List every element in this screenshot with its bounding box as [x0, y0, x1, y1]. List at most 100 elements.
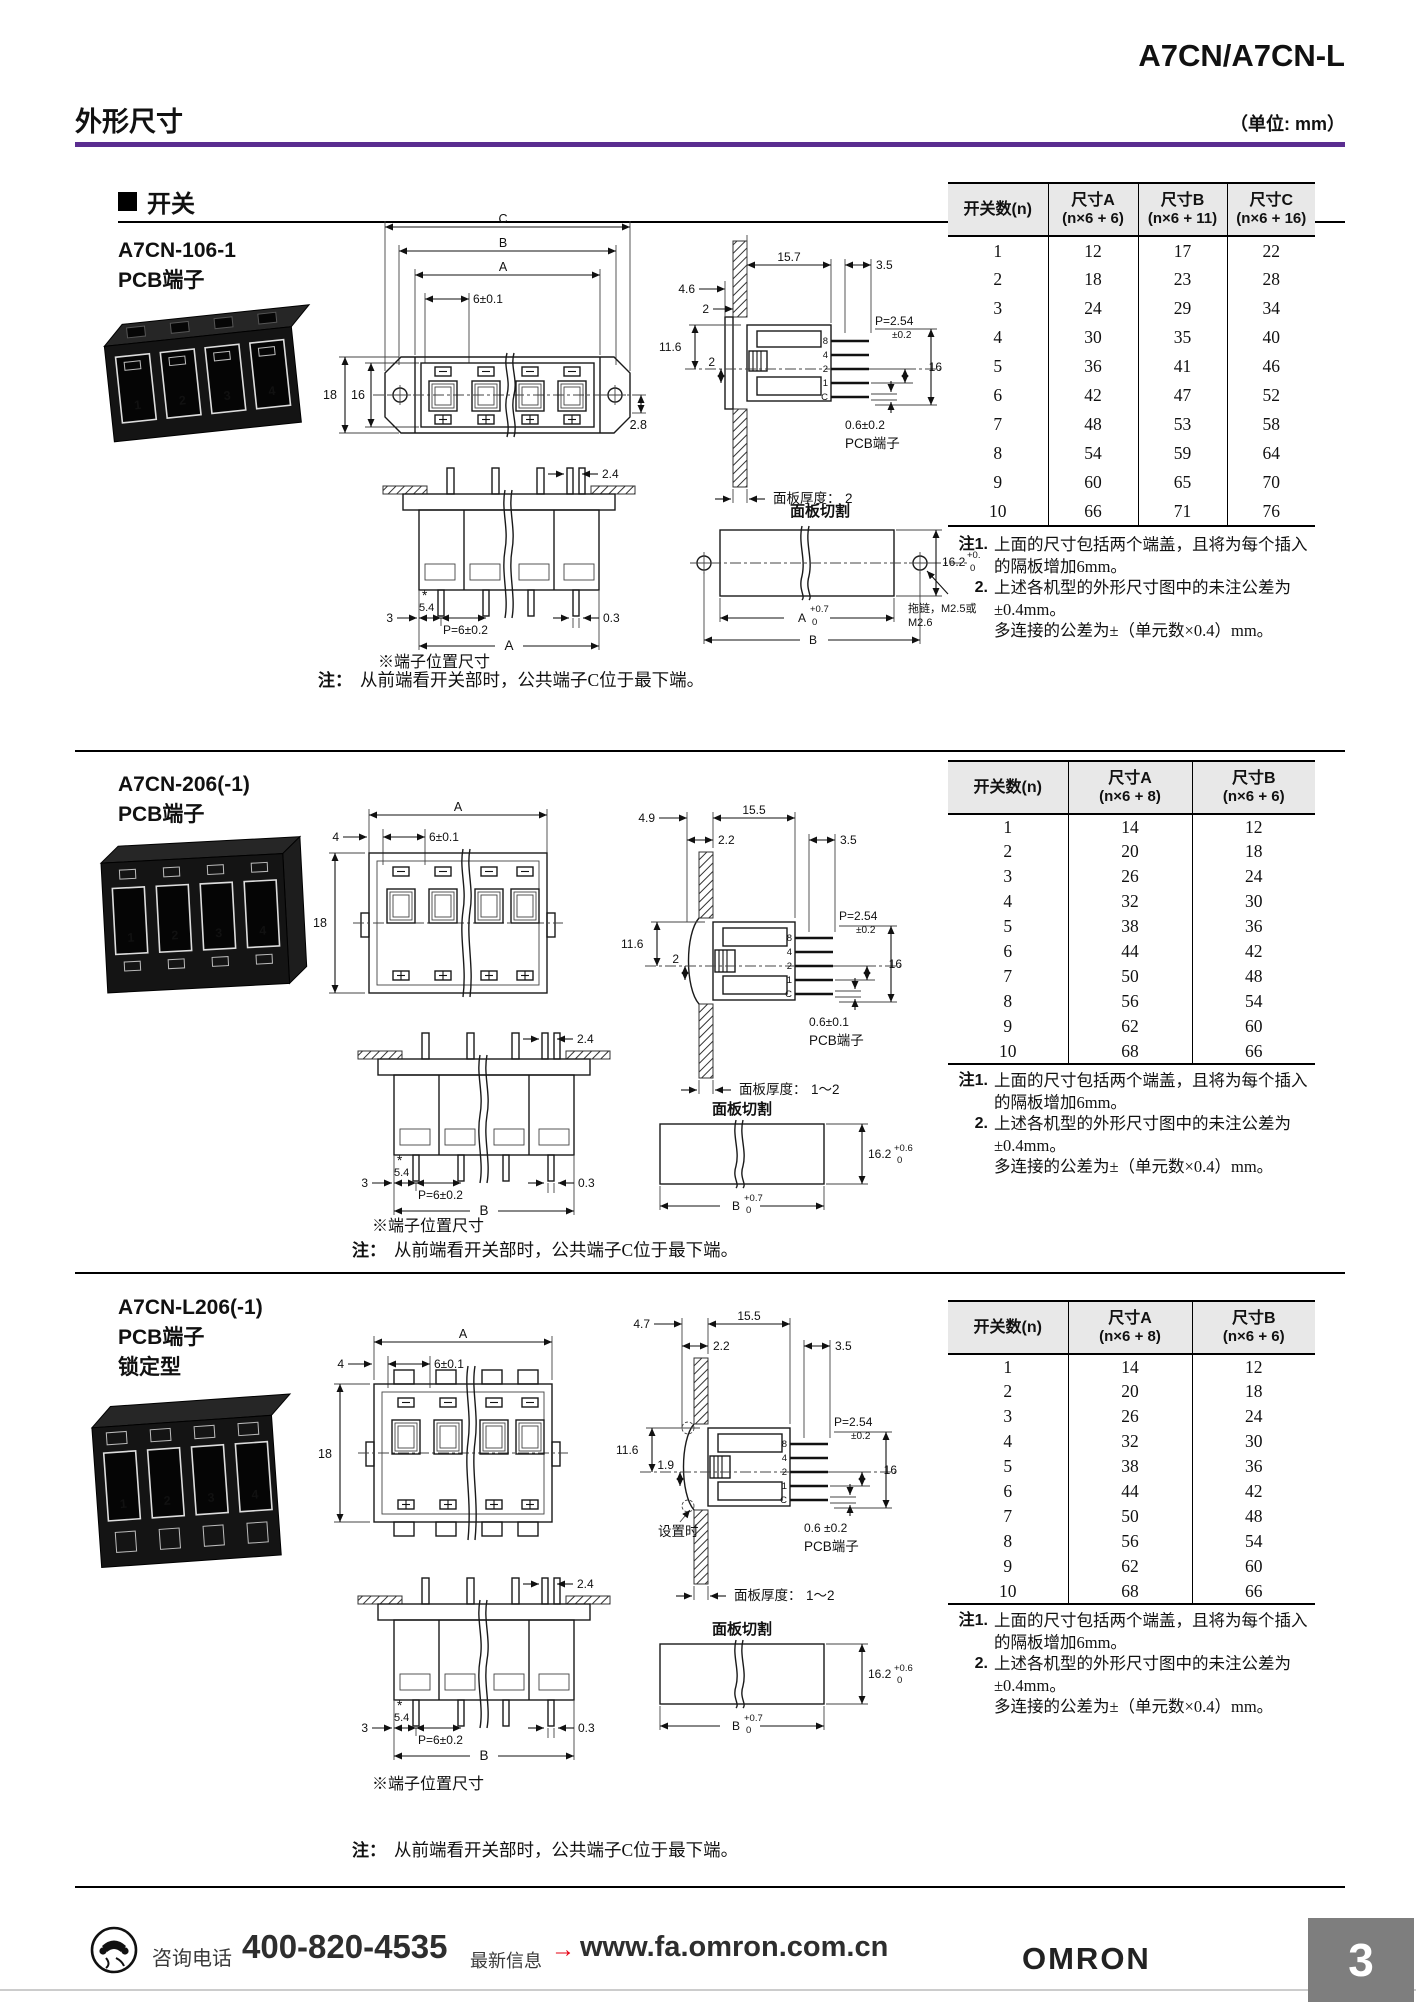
- switch-body-outline: [358, 1369, 568, 1537]
- break-line: [461, 848, 465, 998]
- switch-units: [428, 352, 587, 438]
- section-header: 开关: [118, 184, 195, 219]
- switch-units: [391, 1365, 545, 1541]
- photo-digit: 4: [268, 384, 276, 399]
- switch-photo-body: 1 2 3 4: [90, 1393, 292, 1569]
- table-cell: 47: [1137, 381, 1227, 410]
- dim-label-pitch: P=6±0.2: [443, 623, 488, 637]
- side-view-drawing-2: 8 4 2 1 C 4.9 15.5 2.2 3.5 11.6 2 P=2.54…: [621, 803, 902, 1097]
- switch-count-dimension-table-1: 开关数(n)尺寸A(n×6 + 6)尺寸B(n×6 + 11)尺寸C(n×6 +…: [948, 182, 1315, 527]
- table-cell: 42: [1047, 381, 1138, 410]
- dim-label-top: 15.5: [737, 1309, 761, 1323]
- dim-label-18: 18: [323, 388, 337, 402]
- table-cell: 26: [1067, 864, 1192, 889]
- dim-label-span: B: [479, 1748, 488, 1763]
- table-header-row: 开关数(n)尺寸A(n×6 + 8)尺寸B(n×6 + 6): [948, 761, 1315, 815]
- dimension-lines: 3 5.4 * P=6±0.2 0.3 B: [361, 1153, 595, 1218]
- dim-label-18: 18: [318, 1447, 332, 1461]
- dim-label-w: A: [798, 611, 806, 625]
- table-header-cell: 尺寸B(n×6 + 11): [1137, 183, 1227, 237]
- break-line: [734, 1119, 738, 1189]
- dim-label-span: A: [504, 638, 513, 653]
- dim-label-sub1: 2.2: [713, 1339, 730, 1353]
- dim-label-16: 16: [351, 388, 365, 402]
- table-cell: 5: [1003, 916, 1013, 936]
- product-code: A7CN/A7CN-L: [1138, 38, 1345, 73]
- note-line: 上述各机型的外形尺寸图中的未注公差为: [994, 578, 1291, 597]
- table-cell: 30: [1047, 323, 1138, 352]
- dim-label-4-6: 4.6: [678, 282, 695, 296]
- note-line: 多连接的公差为±（单元数×0.4）mm。: [994, 621, 1274, 640]
- page-number-box: 3: [1308, 1918, 1414, 2002]
- switch-photo-body: 1 2 3 4: [103, 304, 311, 443]
- dim-label-3: 3: [361, 1721, 368, 1735]
- pcb-pins: 8 4 2 1 C: [821, 336, 869, 403]
- model-type-3: PCB端子: [118, 1326, 205, 1349]
- table-header-cell: 尺寸A(n×6 + 8): [1067, 1301, 1192, 1355]
- label-pcb-terminal: PCB端子: [804, 1539, 859, 1554]
- dim-label-top: 15.5: [742, 803, 766, 817]
- table-cell: 65: [1137, 468, 1227, 497]
- side-view-drawing-1: 8 4 2 1 C 15.7 3.5 4.6 2 11.6 2 P=2.54 ±…: [659, 235, 942, 506]
- table-cell: 36: [1047, 352, 1138, 381]
- dim-label-4: 4: [332, 830, 339, 844]
- break-line: [478, 1599, 482, 1729]
- label-panel-thickness: 面板厚度：: [734, 1588, 802, 1603]
- table-cell: 12: [1191, 814, 1315, 839]
- dim-label-18: 18: [313, 916, 327, 930]
- section-header-rule: [118, 221, 1345, 223]
- table-cell: 36: [1191, 1454, 1315, 1479]
- info-label: 最新信息: [470, 1951, 542, 1971]
- table-header-row: 开关数(n)尺寸A(n×6 + 6)尺寸B(n×6 + 11)尺寸C(n×6 +…: [948, 183, 1315, 237]
- dim-label-2-4: 2.4: [602, 467, 619, 481]
- panel-cutout-title: 面板切割: [790, 502, 850, 520]
- table-cell: 28: [1226, 265, 1315, 294]
- model-name-2: A7CN-206(-1): [118, 773, 250, 796]
- dim-label-pitch: P=6±0.2: [418, 1188, 463, 1202]
- table-cell: 38: [1067, 1454, 1192, 1479]
- table-header-cell: 开关数(n): [948, 1301, 1068, 1355]
- pcb-pins: 8 4 2 1 C: [785, 933, 833, 1000]
- page-number: 3: [1348, 1934, 1374, 1986]
- table-cell: 6: [993, 385, 1003, 405]
- pin-label: 1: [787, 975, 792, 986]
- photo-digit: 4: [251, 1487, 259, 1501]
- note-label: 注1.: [958, 1072, 988, 1089]
- table-cell: 46: [1226, 352, 1315, 381]
- dim-label-a: A: [454, 800, 463, 814]
- table-cell: 4: [1003, 1431, 1013, 1451]
- pin-label: 8: [782, 1439, 787, 1450]
- bottom-view-drawing-1: 2.4 3 5.4 *: [382, 467, 636, 653]
- dim-label-lead: 0.6±0.1: [809, 1015, 849, 1029]
- notes-block-3: 注1.上面的尺寸包括两个端盖，且将为每个插入 的隔板增加6mm。 2.上述各机型…: [948, 1610, 1352, 1718]
- note-label: 2.: [974, 1655, 988, 1672]
- model-type-3b: 锁定型: [118, 1356, 181, 1379]
- table-cell: 24: [1191, 1404, 1315, 1429]
- dim-label-pitch: P=2.54: [875, 314, 914, 328]
- label-pcb-terminal: PCB端子: [845, 436, 900, 451]
- cutout-outline: [690, 525, 970, 601]
- website-url: www.fa.omron.com.cn: [580, 1931, 889, 1963]
- dim-label-15-7: 15.7: [777, 250, 801, 264]
- table-cell: 10: [989, 500, 1007, 521]
- note-label: 注1.: [958, 1612, 988, 1629]
- terminal-position-caption-2: ※端子位置尺寸: [372, 1218, 485, 1235]
- photo-digit: 4: [259, 924, 267, 938]
- front-view-drawing-2: A 4 6±0.1 18: [313, 800, 563, 998]
- phone-number: 400-820-4535: [242, 1928, 448, 1965]
- break-line: [485, 1054, 489, 1184]
- table-cell: 44: [1067, 939, 1192, 964]
- note-line: ±0.4mm。: [994, 1135, 1066, 1155]
- pin-label: 8: [787, 933, 792, 944]
- table-cell: 50: [1067, 964, 1192, 989]
- dim-label-w: B: [732, 1199, 740, 1213]
- table-cell: 68: [1067, 1039, 1192, 1064]
- table-cell: 14: [1067, 1354, 1192, 1379]
